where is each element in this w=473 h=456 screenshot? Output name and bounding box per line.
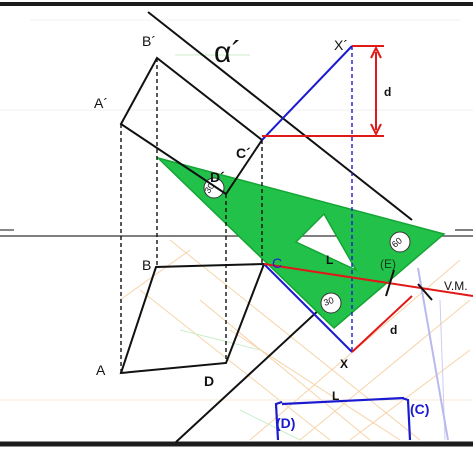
label-x-prime: X´ [334,37,348,53]
label-c-prime: C´ [236,145,251,161]
label-x: X [340,357,348,371]
blue-line-plan [263,263,353,353]
angle-label-60: 60 [390,235,404,249]
projection-lines [120,58,263,373]
red-construction [262,45,473,353]
angle-label-30-bottom: 30 [322,295,335,308]
label-alpha: α´ [214,36,241,69]
label-a: A [96,362,106,378]
label-l-triangle: L [326,253,333,267]
label-b: B [142,257,151,273]
label-b-prime: B´ [142,33,156,49]
angle-label-30-top: 30 [202,181,216,195]
plan-outline [119,262,266,375]
label-e: (E) [380,257,396,271]
label-vm: V.M. [444,279,468,293]
label-l-bottom: L [332,389,339,403]
label-d-bottom: d [390,323,397,337]
label-c: C [272,255,282,271]
lavender-guide-line [417,267,449,441]
tick-mark-vm [417,283,433,301]
bracket-span-line [281,396,405,406]
label-d-prime: D´ [210,169,225,185]
label-c-paren: (C) [410,401,429,417]
label-d-paren: (D) [276,415,295,431]
tick-mark-e [385,269,395,297]
set-square [155,156,446,330]
angle-marker-30-bottom [320,292,342,314]
angle-labels: 30 60 30 [202,181,404,308]
blue-line-elevation [261,45,353,141]
plane-alpha-trace [147,11,413,221]
bracket-d [274,400,283,441]
label-a-prime: A´ [94,95,108,111]
bracket-c [401,396,412,441]
angle-marker-60 [389,231,411,253]
label-d-top: d [384,85,391,99]
label-d-point: D [204,373,214,389]
labels: α´ B´ A´ C´ D´ X´ d B C A D L (E) V.M. X… [94,33,468,431]
